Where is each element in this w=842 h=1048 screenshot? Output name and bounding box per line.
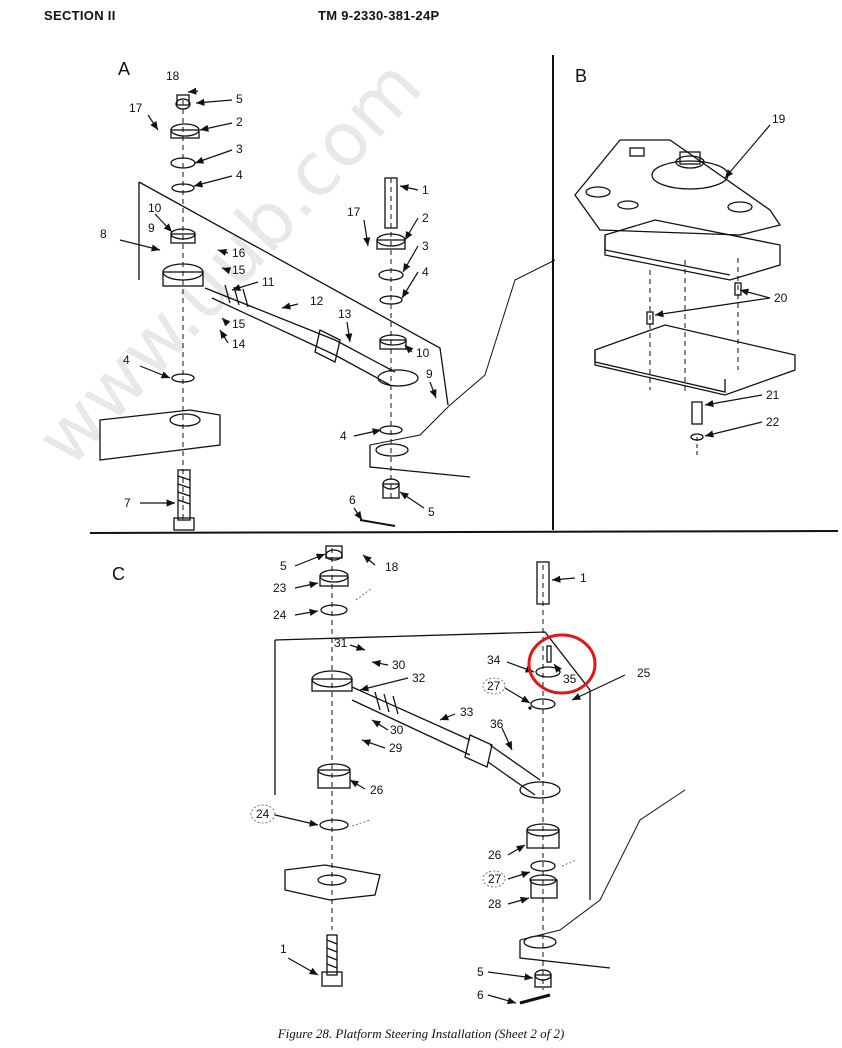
panel-label-c: C: [112, 564, 125, 584]
section-header: SECTION II: [44, 8, 116, 23]
panel-label-b: B: [575, 66, 587, 86]
callout-c18: 18: [385, 560, 399, 574]
manual-number: TM 9-2330-381-24P: [318, 8, 440, 23]
callout-c36: 36: [490, 717, 504, 731]
highlight-circle-item-35: [527, 633, 597, 695]
callout-c26: 26: [370, 783, 384, 797]
callout-a5: 5: [236, 92, 243, 106]
callout-a4: 4: [236, 168, 243, 182]
callout-a13: 13: [338, 307, 352, 321]
callout-c24: 24: [273, 608, 287, 622]
callout-a7: 7: [124, 496, 131, 510]
callout-c5r: 5: [477, 965, 484, 979]
callout-a3r: 3: [422, 239, 429, 253]
watermark-text: www.uub.com: [20, 43, 438, 482]
panel-c-drawing: [274, 545, 686, 1005]
callout-c29: 29: [389, 741, 403, 755]
callout-a16: 16: [232, 246, 246, 260]
callout-a10: 10: [148, 201, 162, 215]
callout-b21: 21: [766, 388, 780, 402]
callout-c25: 25: [637, 666, 651, 680]
callout-c31: 31: [334, 636, 348, 650]
callout-a12: 12: [310, 294, 324, 308]
callout-a8: 8: [100, 227, 107, 241]
callout-c26r: 26: [488, 848, 502, 862]
callout-a4r: 4: [422, 265, 429, 279]
callout-c33: 33: [460, 705, 474, 719]
callout-a6r: 6: [349, 493, 356, 507]
figure-caption: Figure 28. Platform Steering Installatio…: [277, 1026, 565, 1041]
callout-c6r: 6: [477, 988, 484, 1002]
panel-b-drawing: [574, 139, 796, 455]
callout-c32: 32: [412, 671, 426, 685]
callout-c27b: 27: [488, 872, 502, 886]
panel-label-a: A: [118, 59, 130, 79]
callout-c5: 5: [280, 559, 287, 573]
callout-c35: 35: [563, 672, 577, 686]
callout-a1r: 1: [422, 183, 429, 197]
panel-divider-horizontal: [89, 530, 839, 534]
callout-c27: 27: [487, 679, 501, 693]
callout-c1r: 1: [580, 571, 587, 585]
callout-a15b: 15: [232, 317, 246, 331]
callout-labels: 18 5 17 2 3 4 10 8 9 16 15 11 15 14 12 1…: [100, 69, 788, 1002]
callout-c30: 30: [392, 658, 406, 672]
callout-a4b: 4: [123, 353, 130, 367]
callout-a14: 14: [232, 337, 246, 351]
callout-a18: 18: [166, 69, 180, 83]
callout-c24b: 24: [256, 807, 270, 821]
callout-leaders: [119, 87, 771, 1005]
callout-b19: 19: [772, 112, 786, 126]
callout-a17r: 17: [347, 205, 361, 219]
callout-a5r: 5: [428, 505, 435, 519]
callout-c34: 34: [487, 653, 501, 667]
callout-a4r2: 4: [340, 429, 347, 443]
callout-c1: 1: [280, 942, 287, 956]
callout-b22: 22: [766, 415, 780, 429]
callout-c28: 28: [488, 897, 502, 911]
callout-a3: 3: [236, 142, 243, 156]
callout-a17: 17: [129, 101, 143, 115]
callout-b20: 20: [774, 291, 788, 305]
callout-a15: 15: [232, 263, 246, 277]
callout-a2r: 2: [422, 211, 429, 225]
callout-a9: 9: [148, 221, 155, 235]
callout-a11: 11: [262, 275, 275, 289]
callout-a10r: 10: [416, 346, 430, 360]
callout-a2: 2: [236, 115, 243, 129]
callout-c30b: 30: [390, 723, 404, 737]
annotation-marks: [250, 587, 577, 888]
callout-c23: 23: [273, 581, 287, 595]
callout-a9r: 9: [426, 367, 433, 381]
